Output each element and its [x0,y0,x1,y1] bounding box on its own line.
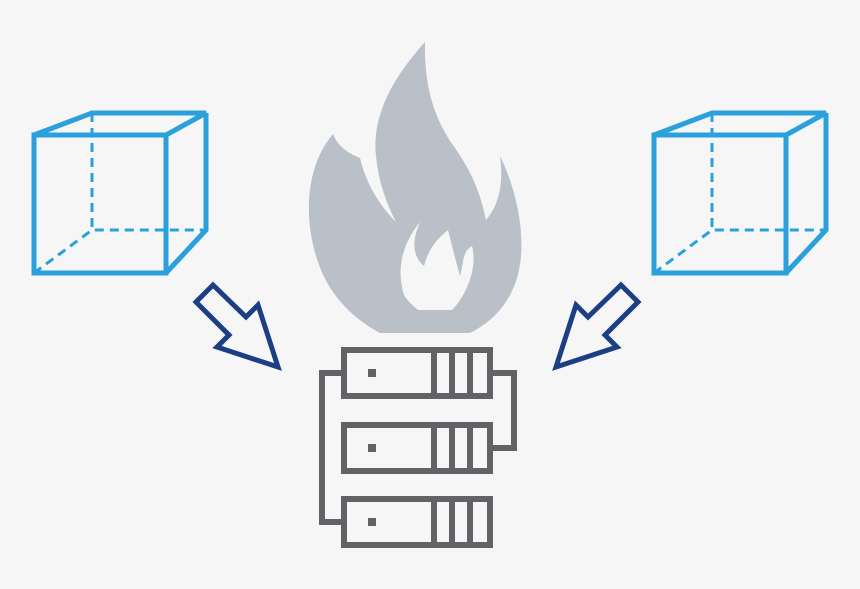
server-unit-drive-bays [431,425,473,471]
right-cube-visible-edges [651,110,829,276]
arrow-down-right-icon [192,281,282,371]
right-cube-icon [651,110,829,276]
server-unit-body [341,347,493,399]
flame-shape [308,42,522,333]
server-right-connector [490,370,517,451]
left-arrow-outline [192,281,282,371]
server-left-connector [319,370,344,525]
left-cube-visible-edges [31,110,209,276]
server-unit-led [368,518,376,526]
server-unit [341,496,493,548]
server-unit [341,347,493,399]
left-cube-icon [31,110,209,276]
arrow-down-left-icon [552,281,642,371]
server-unit-body [341,496,493,548]
right-arrow-outline [552,281,642,371]
server-unit-body [341,422,493,474]
server-unit-led [368,444,376,452]
server-unit-drive-bays [431,350,473,396]
flame-icon [308,42,522,333]
server-unit-drive-bays [431,499,473,545]
server-unit-led [368,369,376,377]
server-unit [341,422,493,474]
server-rack-icon [319,347,517,548]
